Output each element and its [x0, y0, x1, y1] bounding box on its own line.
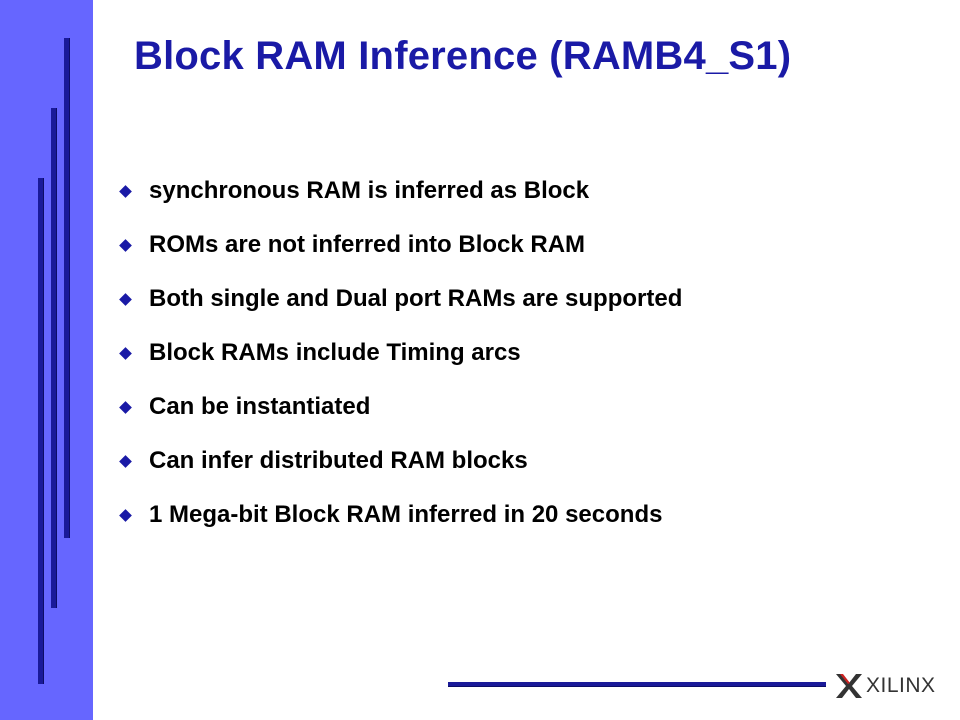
diamond-bullet-icon — [119, 508, 132, 522]
slide-title: Block RAM Inference (RAMB4_S1) — [134, 34, 792, 78]
logo-text: XILINX — [866, 674, 936, 697]
xilinx-logo-icon — [836, 674, 862, 698]
xilinx-logo: XILINX — [834, 668, 936, 704]
bullet-text: Both single and Dual port RAMs are suppo… — [149, 285, 683, 312]
decorative-vertical-line — [38, 178, 44, 684]
bullet-text: Block RAMs include Timing arcs — [149, 339, 521, 366]
decorative-vertical-line — [51, 108, 57, 608]
decorative-vertical-line — [64, 38, 70, 538]
left-decorative-band — [0, 0, 93, 720]
bullet-item: 1 Mega-bit Block RAM inferred in 20 seco… — [118, 488, 682, 542]
bullet-item: Both single and Dual port RAMs are suppo… — [118, 272, 682, 326]
bullet-text: Can be instantiated — [149, 393, 371, 420]
bullet-text: 1 Mega-bit Block RAM inferred in 20 seco… — [149, 501, 663, 528]
bullet-text: ROMs are not inferred into Block RAM — [149, 231, 586, 258]
diamond-bullet-icon — [119, 400, 132, 414]
bullet-item: ROMs are not inferred into Block RAM — [118, 218, 682, 272]
diamond-bullet-icon — [119, 346, 132, 360]
diamond-bullet-icon — [119, 454, 132, 468]
diamond-bullet-icon — [119, 238, 132, 252]
bullet-list: synchronous RAM is inferred as Block ROM… — [118, 164, 682, 542]
bullet-item: Block RAMs include Timing arcs — [118, 326, 682, 380]
bullet-item: Can infer distributed RAM blocks — [118, 434, 682, 488]
diamond-bullet-icon — [119, 292, 132, 306]
bullet-text: synchronous RAM is inferred as Block — [149, 177, 590, 204]
bullet-item: synchronous RAM is inferred as Block — [118, 164, 682, 218]
bullet-text: Can infer distributed RAM blocks — [149, 447, 528, 474]
bullet-item: Can be instantiated — [118, 380, 682, 434]
diamond-bullet-icon — [119, 184, 132, 198]
decorative-bottom-line — [448, 682, 826, 687]
